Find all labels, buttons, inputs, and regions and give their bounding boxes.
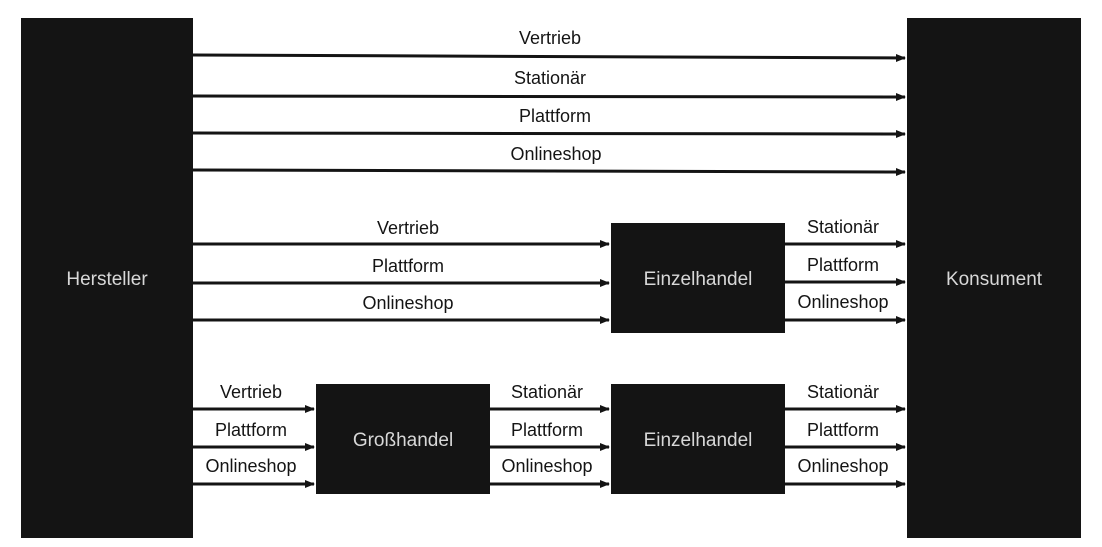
channel-label: Onlineshop [205,456,296,476]
channel-label: Stationär [514,68,586,88]
channel-label: Plattform [807,255,879,275]
wholesale-box [316,384,490,494]
channel-label: Plattform [215,420,287,440]
channel-label: Plattform [807,420,879,440]
arrow-direct-plattform [192,129,906,138]
channel-label: Vertrieb [220,382,282,402]
manufacturer-box [21,18,193,538]
retail-label: Einzelhandel [644,269,753,290]
channel-label: Stationär [807,217,879,237]
channel-label: Onlineshop [510,144,601,164]
channel-label: Onlineshop [501,456,592,476]
consumer-box [907,18,1081,538]
channel-label: Vertrieb [377,218,439,238]
channel-label: Stationär [511,382,583,402]
arrow-direct-vertrieb [192,53,906,62]
channel-label: Plattform [519,106,591,126]
channel-label: Onlineshop [362,293,453,313]
retail2-box [611,384,785,494]
channel-label: Plattform [372,256,444,276]
arrow-direct-onlineshop [192,167,906,176]
retail-box [611,223,785,333]
arrow-direct-stationaer [192,92,906,101]
retail2-label: Einzelhandel [644,430,753,451]
channel-label: Stationär [807,382,879,402]
channel-label: Onlineshop [797,292,888,312]
consumer-label: Konsument [946,269,1043,290]
manufacturer-label: Hersteller [66,269,148,290]
channel-label: Plattform [511,420,583,440]
channel-label: Onlineshop [797,456,888,476]
wholesale-label: Großhandel [353,430,453,451]
channel-label: Vertrieb [519,28,581,48]
